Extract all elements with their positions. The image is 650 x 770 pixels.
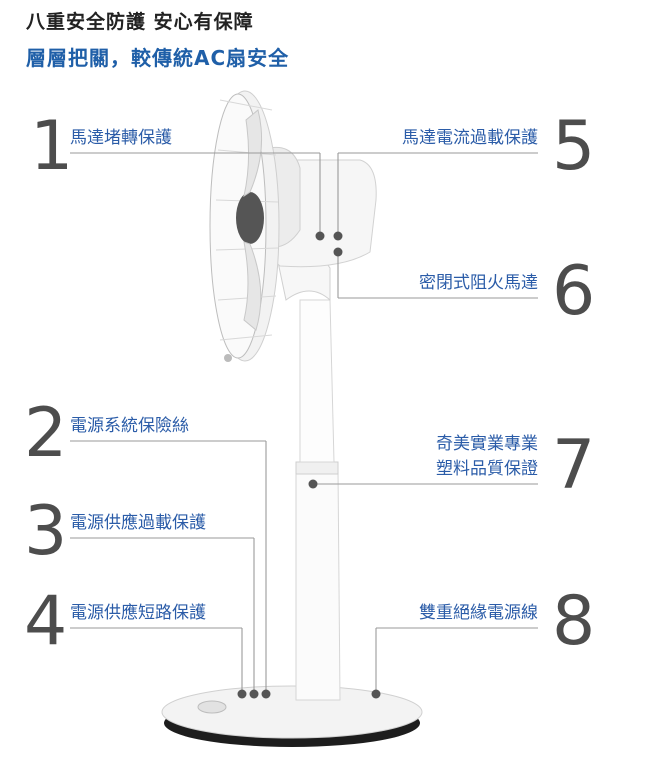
fan-pole-upper bbox=[299, 299, 335, 463]
callout-label-5: 馬達電流過載保護 bbox=[402, 128, 538, 148]
power-knob bbox=[197, 700, 227, 714]
leader-lines bbox=[70, 152, 538, 694]
height-collar bbox=[295, 461, 339, 475]
callout-label-1: 馬達堵轉保護 bbox=[70, 128, 172, 148]
callout-number-5: 5 bbox=[552, 107, 596, 186]
callout-label-6: 密閉式阻火馬達 bbox=[419, 273, 538, 293]
callout-number-4: 4 bbox=[24, 582, 68, 661]
callout-label-8: 雙重絕緣電源線 bbox=[419, 603, 538, 623]
callout-number-3: 3 bbox=[24, 492, 68, 571]
callout-number-6: 6 bbox=[552, 252, 596, 331]
callout-number-1: 1 bbox=[30, 107, 74, 186]
page-subtitle: 層層把關，較傳統AC扇安全 bbox=[26, 46, 290, 70]
fan-hub bbox=[236, 192, 264, 244]
callout-label-7-line2: 塑料品質保證 bbox=[436, 459, 538, 479]
fan-blade bbox=[243, 241, 262, 331]
leader-dots bbox=[237, 231, 381, 699]
callout-label-2: 電源系統保險絲 bbox=[70, 416, 189, 436]
page-title: 八重安全防護 安心有保障 bbox=[26, 11, 254, 33]
callout-label-7-line1: 奇美實業專業 bbox=[436, 434, 538, 454]
fan-pole-lower bbox=[295, 469, 341, 701]
callout-number-8: 8 bbox=[552, 582, 596, 661]
callout-number-7: 7 bbox=[552, 426, 596, 505]
callout-number-2: 2 bbox=[24, 394, 68, 473]
fan-base bbox=[161, 685, 423, 739]
callout-label-4: 電源供應短路保護 bbox=[70, 603, 206, 623]
grill-clip bbox=[224, 354, 232, 362]
callout-label-3: 電源供應過載保護 bbox=[70, 513, 206, 533]
